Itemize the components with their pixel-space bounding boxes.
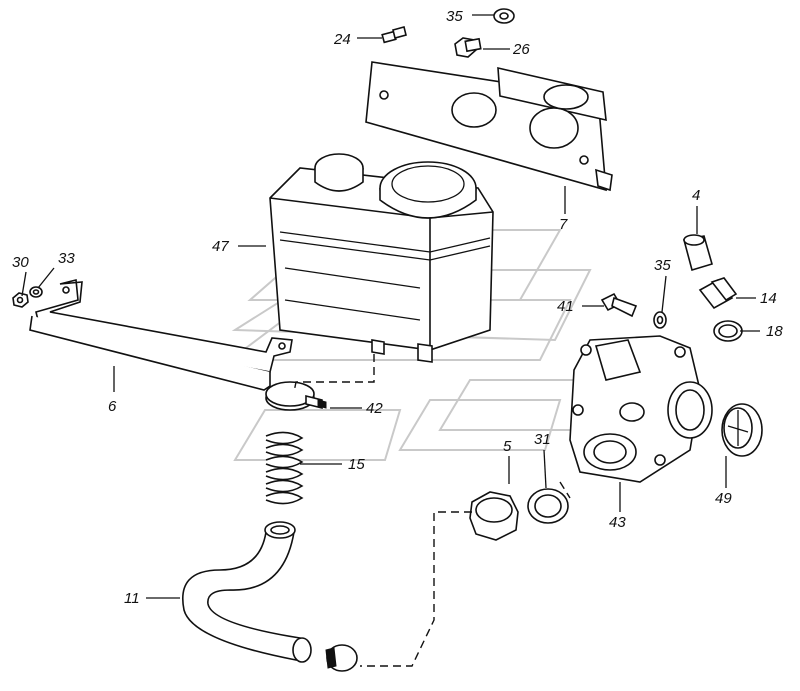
callout-43: 43 xyxy=(609,514,626,531)
callout-7: 7 xyxy=(559,216,568,233)
leader-lines xyxy=(21,14,760,599)
spring-part-15 xyxy=(265,431,304,505)
callout-30: 30 xyxy=(12,254,29,271)
hose-clamp-part-42 xyxy=(265,381,327,411)
callout-49: 49 xyxy=(715,490,732,507)
o-ring-part-18 xyxy=(713,320,743,342)
gasket-plate-part-7 xyxy=(365,61,613,192)
callout-18: 18 xyxy=(766,323,783,340)
callout-33: 33 xyxy=(58,250,75,267)
callout-41: 41 xyxy=(557,298,574,315)
callout-42: 42 xyxy=(366,400,383,417)
cap-part-49 xyxy=(721,403,763,457)
hose-end-clamp xyxy=(325,644,358,672)
washer-part-35-middle xyxy=(653,311,667,329)
callout-labels: 24 35 26 7 47 30 33 6 42 15 11 4 35 41 1… xyxy=(12,8,783,607)
assembly-dash-lines xyxy=(293,354,571,667)
fitting-part-14 xyxy=(698,277,738,310)
callout-47: 47 xyxy=(212,238,229,255)
callout-24: 24 xyxy=(333,31,351,48)
pump-housing-part-43 xyxy=(569,335,713,483)
bolt-part-41 xyxy=(600,292,638,318)
nut-part-30 xyxy=(12,292,29,308)
washer-part-35-top xyxy=(493,8,515,24)
callout-6: 6 xyxy=(108,398,117,415)
plug-part-4 xyxy=(683,234,713,272)
cap-nut-part-5 xyxy=(469,491,519,541)
callout-5: 5 xyxy=(503,438,512,455)
callout-15: 15 xyxy=(348,456,365,473)
callout-26: 26 xyxy=(512,41,530,58)
nut-part-26 xyxy=(454,37,482,58)
callout-35-top: 35 xyxy=(446,8,463,25)
washer-part-33 xyxy=(29,286,43,298)
callout-14: 14 xyxy=(760,290,777,307)
callout-11: 11 xyxy=(124,590,140,607)
seal-ring-part-31 xyxy=(527,488,569,524)
callout-35-middle: 35 xyxy=(654,257,671,274)
bracket-part-6 xyxy=(29,278,293,391)
callout-4: 4 xyxy=(692,187,700,204)
reservoir-tank-part-47 xyxy=(269,153,494,363)
bolt-part-24 xyxy=(381,26,407,44)
hose-part-11 xyxy=(182,521,312,663)
callout-31: 31 xyxy=(534,431,551,448)
